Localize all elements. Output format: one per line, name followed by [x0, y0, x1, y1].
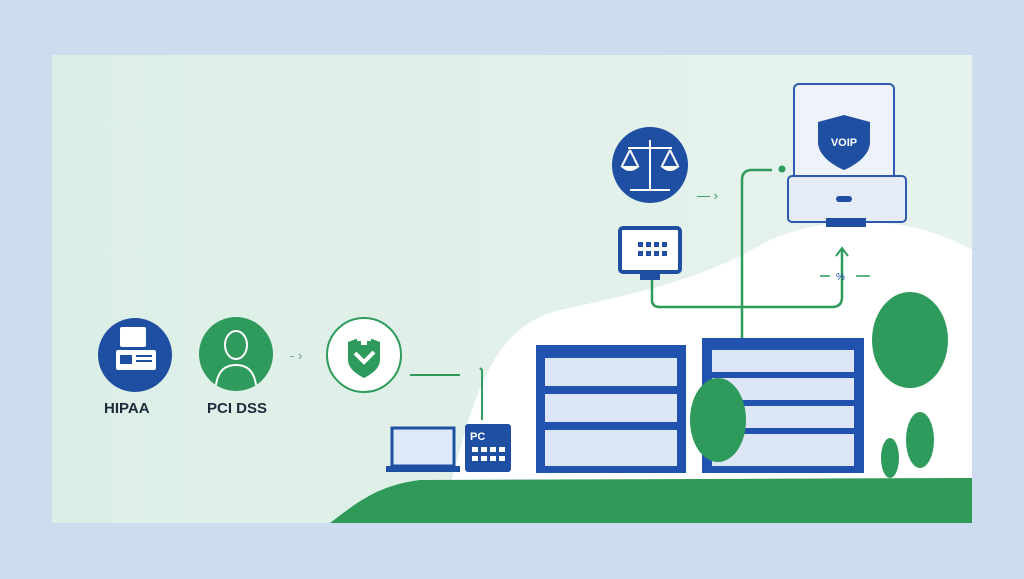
building-left: [536, 345, 686, 473]
percent-label: %: [836, 272, 845, 283]
tree: [881, 438, 899, 478]
scales-of-justice-icon: [612, 127, 688, 203]
arrow-head: [835, 246, 849, 257]
voip-server: VOIP: [787, 83, 907, 227]
tree: [906, 412, 934, 468]
laptop-icon: [386, 426, 460, 472]
person-headset-icon: [199, 317, 273, 391]
voip-label: VOIP: [831, 137, 857, 149]
connector-line: [740, 168, 772, 338]
arrow-connector: — ›: [697, 188, 718, 203]
tree: [872, 292, 948, 388]
hipaa-icon: [98, 318, 172, 392]
tree: [690, 378, 746, 462]
pc-label: PC: [470, 431, 485, 443]
shield-check-icon: [326, 317, 402, 393]
connector-line: [410, 367, 483, 420]
shield-icon: [818, 115, 870, 170]
building-right: [702, 338, 864, 473]
monitor-calendar-icon: [618, 226, 682, 280]
arrow-connector: - ›: [290, 348, 302, 363]
connector-dot: [778, 165, 786, 173]
pc-keypad-icon: PC: [465, 424, 511, 472]
green-ground: [330, 478, 972, 523]
connector-line: [650, 250, 844, 309]
hipaa-label: HIPAA: [104, 400, 150, 417]
pci-dss-label: PCI DSS: [207, 400, 267, 417]
